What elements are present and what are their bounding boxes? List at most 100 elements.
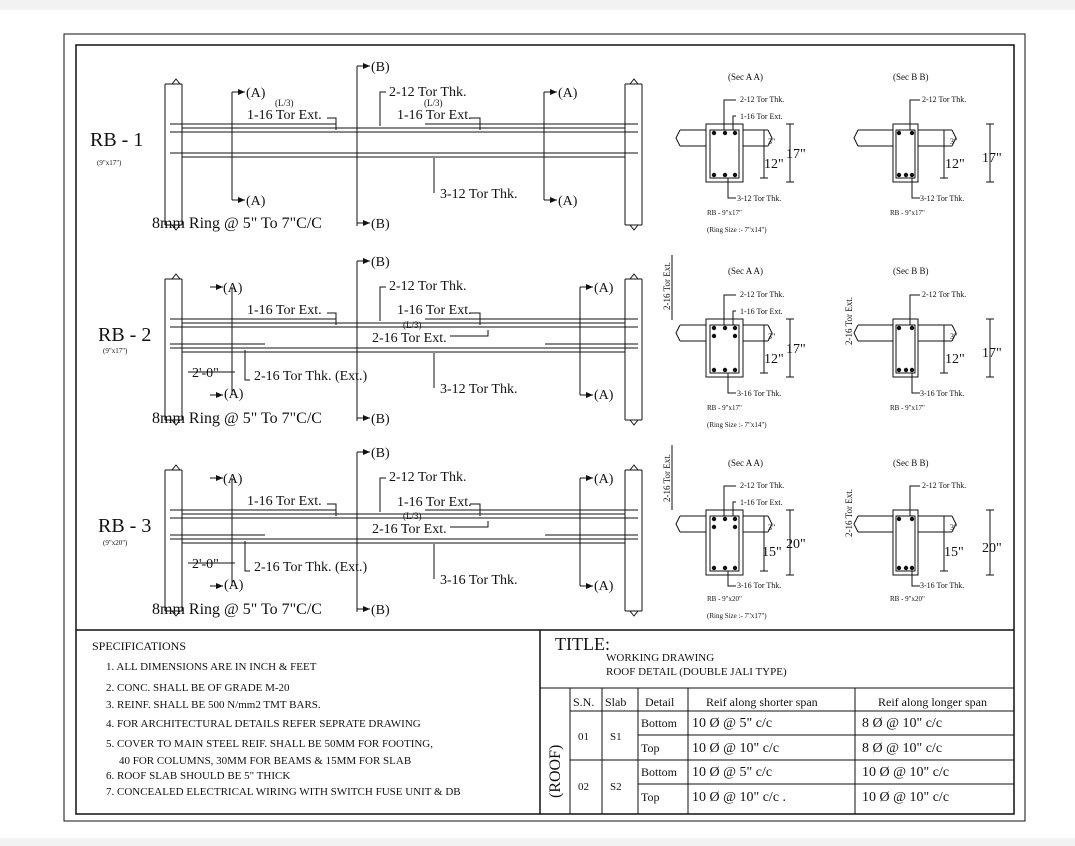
section-bottom-bar: 3-12 Tor Thk. xyxy=(737,194,781,203)
title-line2: ROOF DETAIL (DOUBLE JALI TYPE) xyxy=(606,666,787,678)
row-long-span: 8 Ø @ 10" c/c xyxy=(862,716,942,731)
section-label-a: (A) xyxy=(594,472,614,487)
section-rb-label: RB - 9"x20" xyxy=(707,595,742,603)
row-slab: S1 xyxy=(610,731,622,743)
depth-total: 17" xyxy=(786,342,806,357)
spec-item: 6. ROOF SLAB SHOULD BE 5" THICK xyxy=(106,770,290,782)
slab-dim: 3" xyxy=(768,523,775,532)
section-label-a: (A) xyxy=(246,194,266,209)
depth-total: 20" xyxy=(982,541,1002,556)
table-row: 01 S1 Bottom 10 Ø @ 5" c/c 8 Ø @ 10" c/c xyxy=(578,716,942,743)
ext-right-label: 1-16 Tor Ext. xyxy=(397,303,472,318)
ring-size: (Ring Size :- 7"x14") xyxy=(707,421,767,429)
beam-size: (9"x17") xyxy=(103,347,128,355)
side-ext-label: 2-16 Tor Ext. xyxy=(662,454,672,502)
ext-left-label: 1-16 Tor Ext. xyxy=(247,494,322,509)
depth-inner: 12" xyxy=(945,157,965,172)
section-title-bb: (Sec B B) xyxy=(893,266,929,276)
section-rb-label: RB - 9"x17" xyxy=(890,404,925,412)
row-short-span: 10 Ø @ 5" c/c xyxy=(692,765,772,780)
section-label-a: (A) xyxy=(594,281,614,296)
section-top-bar: 2-12 Tor Thk. xyxy=(922,290,966,299)
depth-total: 17" xyxy=(982,151,1002,166)
row-long-span: 10 Ø @ 10" c/c xyxy=(862,765,949,780)
table-header-sn: S.N. xyxy=(573,695,594,709)
section-label-b: (B) xyxy=(371,603,390,618)
title-line1: WORKING DRAWING xyxy=(606,652,714,664)
row-sn: 01 xyxy=(578,731,589,743)
ring-size: (Ring Size :- 7"x17") xyxy=(707,612,767,620)
row-detail: Top xyxy=(641,790,660,804)
mid-ext-label: 2-16 Tor Ext. xyxy=(372,522,447,537)
section-ext-bar: 1-16 Tor Ext. xyxy=(740,307,783,316)
section-label-b: (B) xyxy=(371,60,390,75)
section-top-bar: 2-12 Tor Thk. xyxy=(922,95,966,104)
ring-spec: 8mm Ring @ 5" To 7"C/C xyxy=(152,410,322,427)
beam-elevation-rb3 xyxy=(164,449,643,617)
cross-section-rb2-bb xyxy=(853,294,994,394)
bottom-bar xyxy=(0,838,1075,846)
section-label-a: (A) xyxy=(224,578,244,593)
table-row: 02 S2 Bottom 10 Ø @ 5" c/c 10 Ø @ 10" c/… xyxy=(578,765,949,793)
depth-inner: 12" xyxy=(764,157,784,172)
bottom-ext-label: 2-16 Tor Thk. (Ext.) xyxy=(254,560,368,575)
section-label-a: (A) xyxy=(224,387,244,402)
spec-item: 40 FOR COLUMNS, 30MM FOR BEAMS & 15MM FO… xyxy=(119,755,411,767)
beam-elevation-rb1 xyxy=(164,63,643,231)
table-header-slab: Slab xyxy=(605,695,626,709)
roof-label: (ROOF) xyxy=(547,745,564,798)
mid-ext-label: 2-16 Tor Ext. xyxy=(372,331,447,346)
section-title-aa: (Sec A A) xyxy=(728,458,763,468)
row-short-span: 10 Ø @ 5" c/c xyxy=(692,716,772,731)
side-ext-label: 2-16 Tor Ext. xyxy=(662,262,672,310)
ext-left-label: 1-16 Tor Ext. xyxy=(247,108,322,123)
section-label-b: (B) xyxy=(371,446,390,461)
section-label-a: (A) xyxy=(223,472,243,487)
depth-inner: 15" xyxy=(944,545,964,560)
section-label-a: (A) xyxy=(594,388,614,403)
cross-section-rb3-bb xyxy=(853,485,994,587)
cross-section-rb1-bb xyxy=(853,99,994,199)
slab-dim: 3" xyxy=(768,332,775,341)
slab-dim: 3" xyxy=(950,523,957,532)
ext-l3-label: (L/3) xyxy=(275,98,294,108)
section-label-b: (B) xyxy=(371,255,390,270)
mid-l3-label: (L/3) xyxy=(403,511,422,521)
depth-total: 17" xyxy=(786,147,806,162)
ext-l3-label: (L/3) xyxy=(424,98,443,108)
slab-dim: 3" xyxy=(950,137,957,146)
section-top-bar: 2-12 Tor Thk. xyxy=(740,95,784,104)
ring-spec: 8mm Ring @ 5" To 7"C/C xyxy=(152,215,322,232)
top-bar-label: 2-12 Tor Thk. xyxy=(389,279,466,294)
section-rb-label: RB - 9"x17" xyxy=(890,209,925,217)
ext-right-label: 1-16 Tor Ext. xyxy=(397,108,472,123)
section-title-aa: (Sec A A) xyxy=(728,266,763,276)
top-bar xyxy=(0,0,1075,10)
dim-2ft: 2'-0" xyxy=(192,366,219,381)
spec-heading: SPECIFICATIONS xyxy=(92,639,186,653)
mid-l3-label: (L/3) xyxy=(403,320,422,330)
slab-dim: 3" xyxy=(768,137,775,146)
section-label-a: (A) xyxy=(223,281,243,296)
section-title-bb: (Sec B B) xyxy=(893,72,929,82)
table-header-long-span: Reif along longer span xyxy=(878,695,987,709)
spec-item: 2. CONC. SHALL BE OF GRADE M-20 xyxy=(106,682,290,694)
cross-section-rb2-aa xyxy=(675,294,794,394)
spec-item: 4. FOR ARCHITECTURAL DETAILS REFER SEPRA… xyxy=(106,718,421,730)
section-rb-label: RB - 9"x17" xyxy=(707,209,742,217)
slab-dim: 3" xyxy=(950,332,957,341)
cross-section-rb1-aa xyxy=(675,99,794,199)
row-slab: S2 xyxy=(610,781,622,793)
slab-table-grid xyxy=(540,687,1014,814)
beam-name: RB - 1 xyxy=(90,129,143,151)
beam-size: (9"x17") xyxy=(97,159,122,167)
spec-item: 7. CONCEALED ELECTRICAL WIRING WITH SWIT… xyxy=(106,786,461,798)
bottom-bar-label: 3-12 Tor Thk. xyxy=(440,187,517,202)
depth-inner: 12" xyxy=(764,352,784,367)
ring-spec: 8mm Ring @ 5" To 7"C/C xyxy=(152,601,322,618)
top-bar-label: 2-12 Tor Thk. xyxy=(389,470,466,485)
row-sn: 02 xyxy=(578,781,589,793)
ring-size: (Ring Size :- 7"x14") xyxy=(707,226,767,234)
section-label-a: (A) xyxy=(558,86,578,101)
